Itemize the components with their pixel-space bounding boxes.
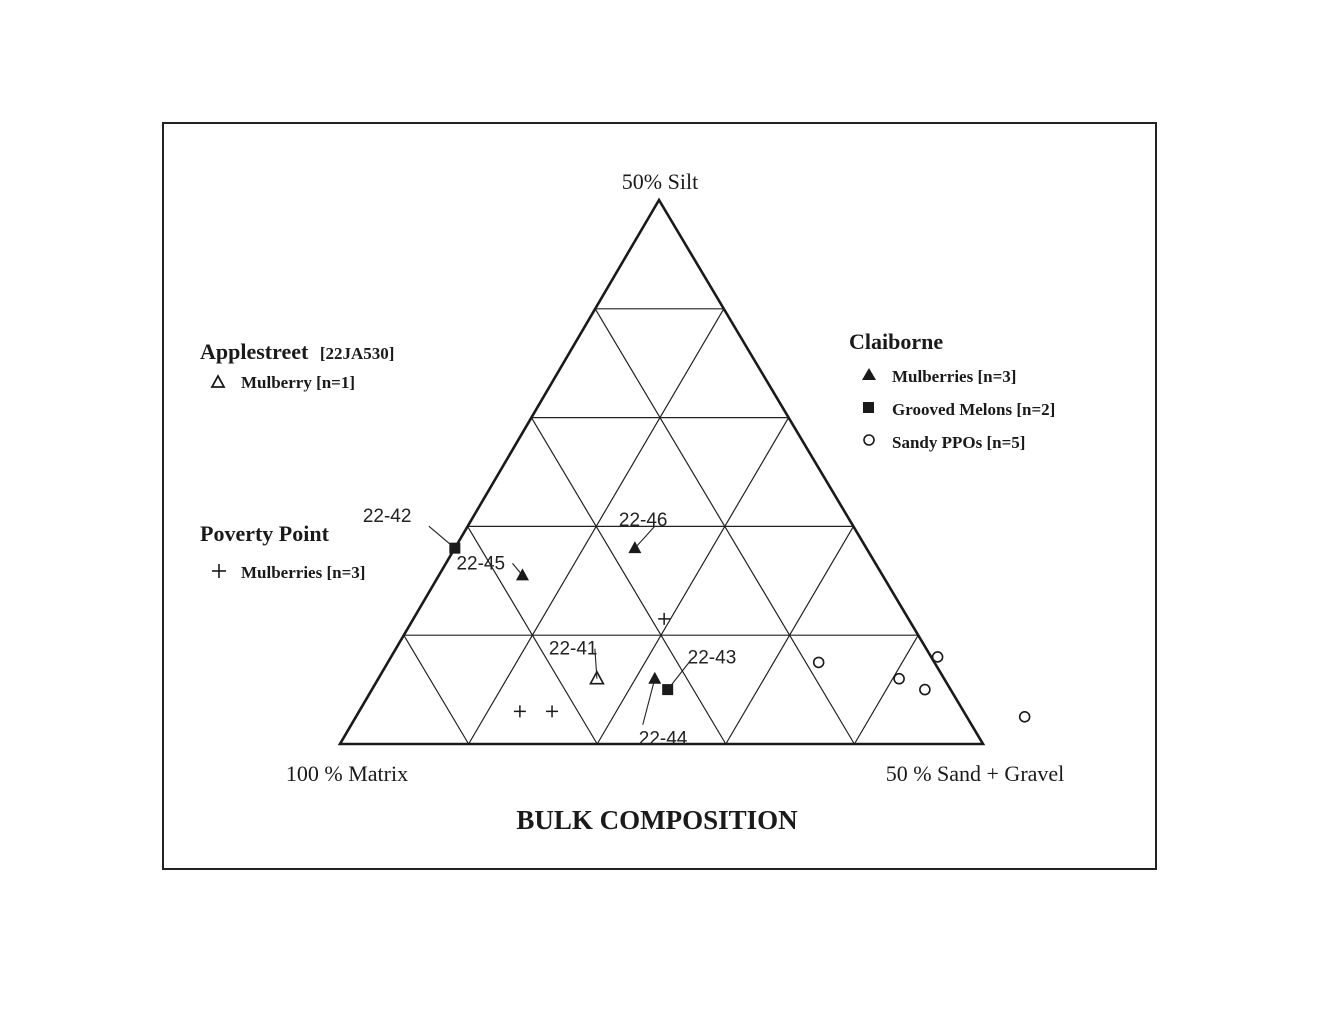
legend-entry-label: Mulberry [n=1]: [241, 373, 355, 392]
legend-group-title: Poverty Point: [200, 521, 330, 546]
data-point-triangle-filled-2: [628, 541, 642, 554]
legend-group-title: Claiborne: [849, 329, 943, 354]
plus-marker: [212, 564, 226, 578]
ternary-outline: [337, 197, 986, 746]
leader-line: [428, 525, 456, 549]
legend-entry-mulberry-applestreet: Mulberry [n=1]: [210, 373, 355, 392]
legend-entry-mulberries-poverty-point: Mulberries [n=3]: [212, 563, 365, 582]
point-label-22-46: 22-46: [619, 510, 668, 531]
grid-line-falling: [467, 526, 598, 745]
legend-entry-label: Mulberries [n=3]: [241, 563, 365, 582]
grid-line-falling: [594, 308, 855, 745]
data-point-plus-7: [513, 705, 526, 718]
point-label-22-43: 22-43: [688, 648, 737, 669]
legend-entry-label: Grooved Melons [n=2]: [892, 400, 1055, 419]
legend-poverty-point: Poverty Point Mulberries [n=3]: [200, 521, 365, 582]
leader-line: [642, 678, 656, 725]
leader-line: [594, 648, 598, 679]
point-label-22-42: 22-42: [363, 506, 412, 527]
open-circle-marker: [863, 434, 875, 446]
vertex-label-left: 100 % Matrix: [286, 761, 408, 786]
open-triangle-marker: [210, 374, 226, 388]
legend-group-title: Applestreet [22JA530]: [200, 339, 394, 364]
legend-entry-label: Sandy PPOs [n=5]: [892, 433, 1025, 452]
data-point-circle-open-12: [919, 683, 931, 696]
grid-line-rising: [853, 634, 919, 745]
filled-triangle-marker: [862, 368, 876, 380]
data-point-circle-open-9: [812, 656, 825, 669]
vertex-label-right: 50 % Sand + Gravel: [886, 761, 1065, 786]
grid-line-falling: [403, 634, 470, 745]
data-point-plus-3: [658, 612, 671, 625]
data-point-triangle-filled-5: [648, 671, 662, 684]
point-label-22-45: 22-45: [456, 553, 505, 574]
legend-group-name: Applestreet: [200, 339, 309, 364]
legend-group-site: [22JA530]: [320, 344, 395, 363]
chart-title: BULK COMPOSITION: [516, 805, 798, 835]
data-point-circle-open-13: [1018, 710, 1031, 723]
legend-claiborne: Claiborne Mulberries [n=3] Grooved Melon…: [849, 329, 1055, 452]
leader-line: [512, 563, 523, 576]
grid-line-falling: [530, 417, 727, 745]
data-point-circle-open-11: [931, 651, 944, 663]
filled-square-marker: [863, 402, 874, 413]
data-points: [449, 541, 1031, 723]
legend-entry-label: Mulberries [n=3]: [892, 367, 1016, 386]
legend-entry-grooved-melons: Grooved Melons [n=2]: [863, 400, 1055, 419]
data-point-plus-8: [546, 705, 559, 718]
leader-line: [634, 525, 656, 549]
legend-entry-sandy-ppos: Sandy PPOs [n=5]: [863, 433, 1025, 452]
data-point-circle-open-10: [893, 672, 905, 685]
leader-line: [667, 661, 691, 690]
vertex-label-top: 50% Silt: [622, 169, 698, 194]
triangle-grid: [403, 308, 919, 745]
point-label-22-44: 22-44: [639, 729, 688, 750]
figure-frame: [162, 122, 1157, 870]
legend-entry-mulberries-claiborne: Mulberries [n=3]: [862, 367, 1016, 386]
legend-applestreet: Applestreet [22JA530] Mulberry [n=1]: [200, 339, 394, 392]
data-point-triangle-filled-1: [515, 568, 529, 581]
point-labels: 22-42 22-45 22-46 22-41 22-44 22-43: [363, 506, 736, 750]
point-label-22-41: 22-41: [549, 639, 598, 660]
grid-line-rising: [596, 417, 790, 745]
